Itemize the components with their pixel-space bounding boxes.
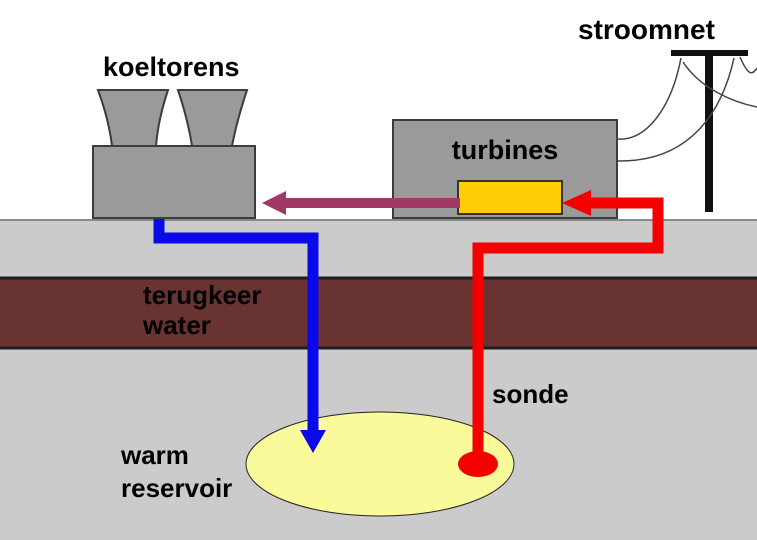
- label-warm-reservoir: warm reservoir: [121, 439, 232, 505]
- power-wire-1: [615, 57, 682, 140]
- hot-water-pipe: [472, 197, 664, 458]
- power-wire-4: [739, 56, 757, 74]
- label-turbines: turbines: [451, 135, 559, 165]
- label-terugkeer-line2: water: [143, 310, 211, 340]
- cold-water-arrowhead: [300, 430, 326, 453]
- generator-block: [457, 180, 563, 215]
- steam-return-arrowhead: [262, 191, 286, 215]
- label-terugkeer-water: terugkeer water: [143, 280, 262, 340]
- label-sonde: sonde: [492, 379, 569, 409]
- power-wire-3: [682, 61, 757, 108]
- power-wire-2: [617, 57, 735, 162]
- steam-return-arrow-shaft: [284, 198, 460, 208]
- rock-layer: [0, 276, 757, 350]
- label-terugkeer-line1: terugkeer: [143, 280, 262, 310]
- power-pole: [705, 50, 713, 212]
- label-koeltorens: koeltorens: [103, 52, 240, 82]
- hot-water-arrowhead: [562, 190, 591, 216]
- label-warm-reservoir-line1: warm: [121, 440, 189, 470]
- label-stroomnet: stroomnet: [578, 14, 715, 45]
- cooling-tower-1: [96, 89, 170, 147]
- cooling-tower-2: [176, 89, 249, 147]
- cooling-tower-base: [92, 145, 256, 219]
- label-warm-reservoir-line2: reservoir: [121, 473, 233, 503]
- cold-water-pipe: [153, 210, 319, 432]
- sonde-tip: [458, 451, 498, 477]
